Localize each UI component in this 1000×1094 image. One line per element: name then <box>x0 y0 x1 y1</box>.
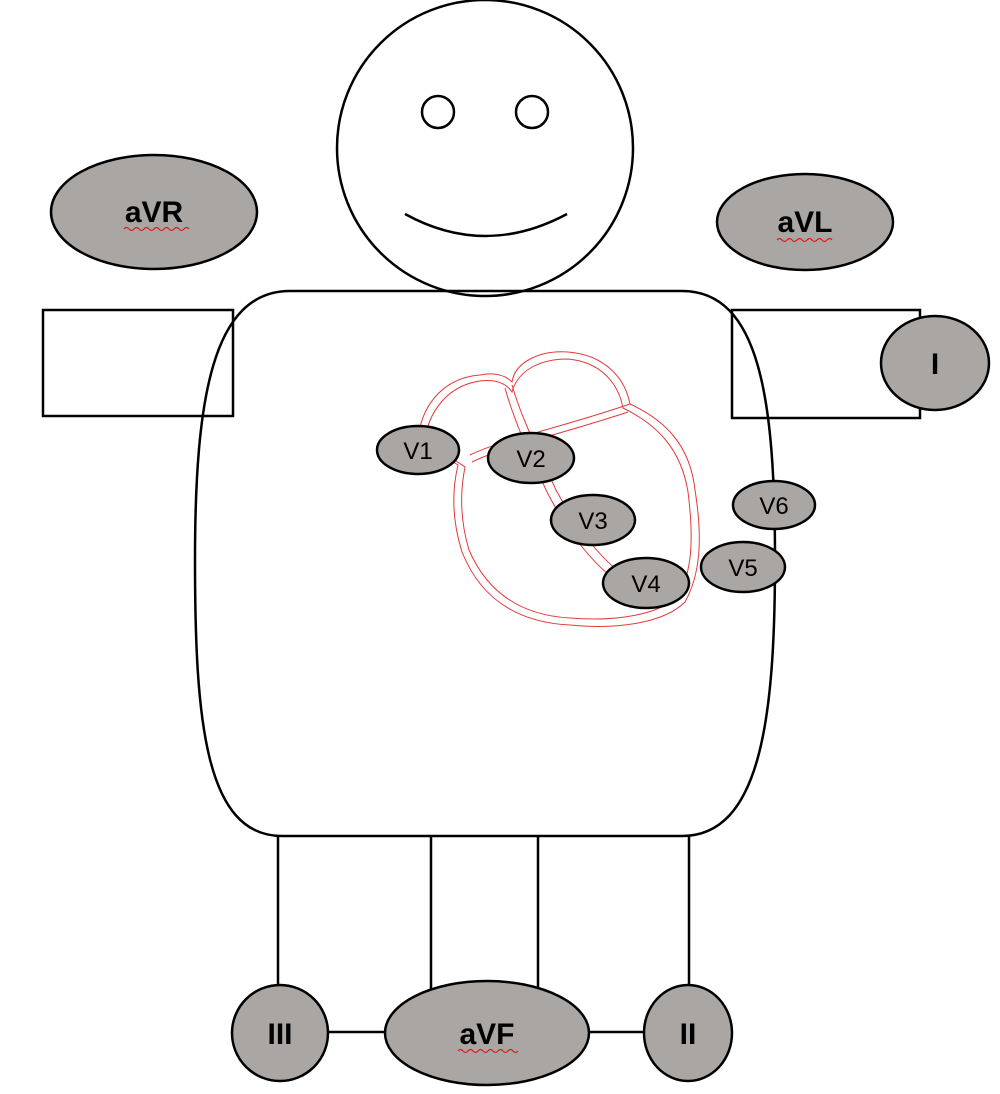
head-outline <box>335 0 635 298</box>
electrode-v2-shape <box>486 431 576 485</box>
electrode-avr-shape <box>49 153 259 271</box>
electrode-v4-shape <box>601 556 691 610</box>
right-arm <box>41 308 235 418</box>
electrode-v2: V2 <box>486 431 576 485</box>
heart-outer-outline <box>417 351 700 627</box>
electrode-lead-iii: III <box>230 983 330 1083</box>
electrode-v1: V1 <box>375 424 461 476</box>
electrode-v6-shape <box>731 479 817 531</box>
heart-inner-outline <box>424 358 692 620</box>
electrode-lead-iii-label: III <box>267 1018 292 1051</box>
heart-septum-inner <box>504 387 619 583</box>
electrode-lead-iii-shape <box>230 983 330 1083</box>
spellcheck-underline-avl <box>776 237 833 243</box>
spellcheck-underline-avf <box>457 1048 519 1054</box>
electrode-v3-shape <box>549 493 637 547</box>
electrode-lead-ii: II <box>642 983 734 1083</box>
electrode-v6-label: V6 <box>759 493 788 520</box>
electrode-avr: aVR <box>49 153 259 271</box>
electrode-v6: V6 <box>731 479 817 531</box>
electrode-v1-shape <box>375 424 461 476</box>
electrode-avf-label: aVF <box>459 1018 514 1051</box>
torso <box>193 289 777 838</box>
electrode-v4-label: V4 <box>631 571 660 598</box>
right-eye <box>514 94 550 130</box>
left-eye <box>420 94 456 130</box>
electrode-avf: aVF <box>383 979 591 1087</box>
electrode-v5: V5 <box>699 540 787 594</box>
electrode-v4: V4 <box>601 556 691 610</box>
legs <box>276 836 691 1034</box>
spellcheck-underline-avr <box>123 226 190 232</box>
electrode-avr-label: aVR <box>125 196 184 229</box>
electrode-lead-i: I <box>879 314 991 412</box>
electrode-v2-label: V2 <box>516 446 545 473</box>
heart-septum <box>511 384 629 579</box>
electrode-v3-label: V3 <box>578 508 607 535</box>
electrode-avl: aVL <box>715 172 895 272</box>
electrode-avf-shape <box>383 979 591 1087</box>
smile <box>404 212 568 238</box>
electrode-v5-shape <box>699 540 787 594</box>
electrode-lead-ii-shape <box>642 983 734 1083</box>
electrode-lead-i-shape <box>879 314 991 412</box>
head <box>335 0 635 298</box>
electrode-v3: V3 <box>549 493 637 547</box>
electrode-lead-ii-label: II <box>680 1018 697 1051</box>
electrode-v5-label: V5 <box>728 555 757 582</box>
electrode-v1-label: V1 <box>403 438 432 465</box>
electrode-lead-i-label: I <box>931 348 939 381</box>
electrode-avl-shape <box>715 172 895 272</box>
electrode-avl-label: aVL <box>777 206 832 239</box>
